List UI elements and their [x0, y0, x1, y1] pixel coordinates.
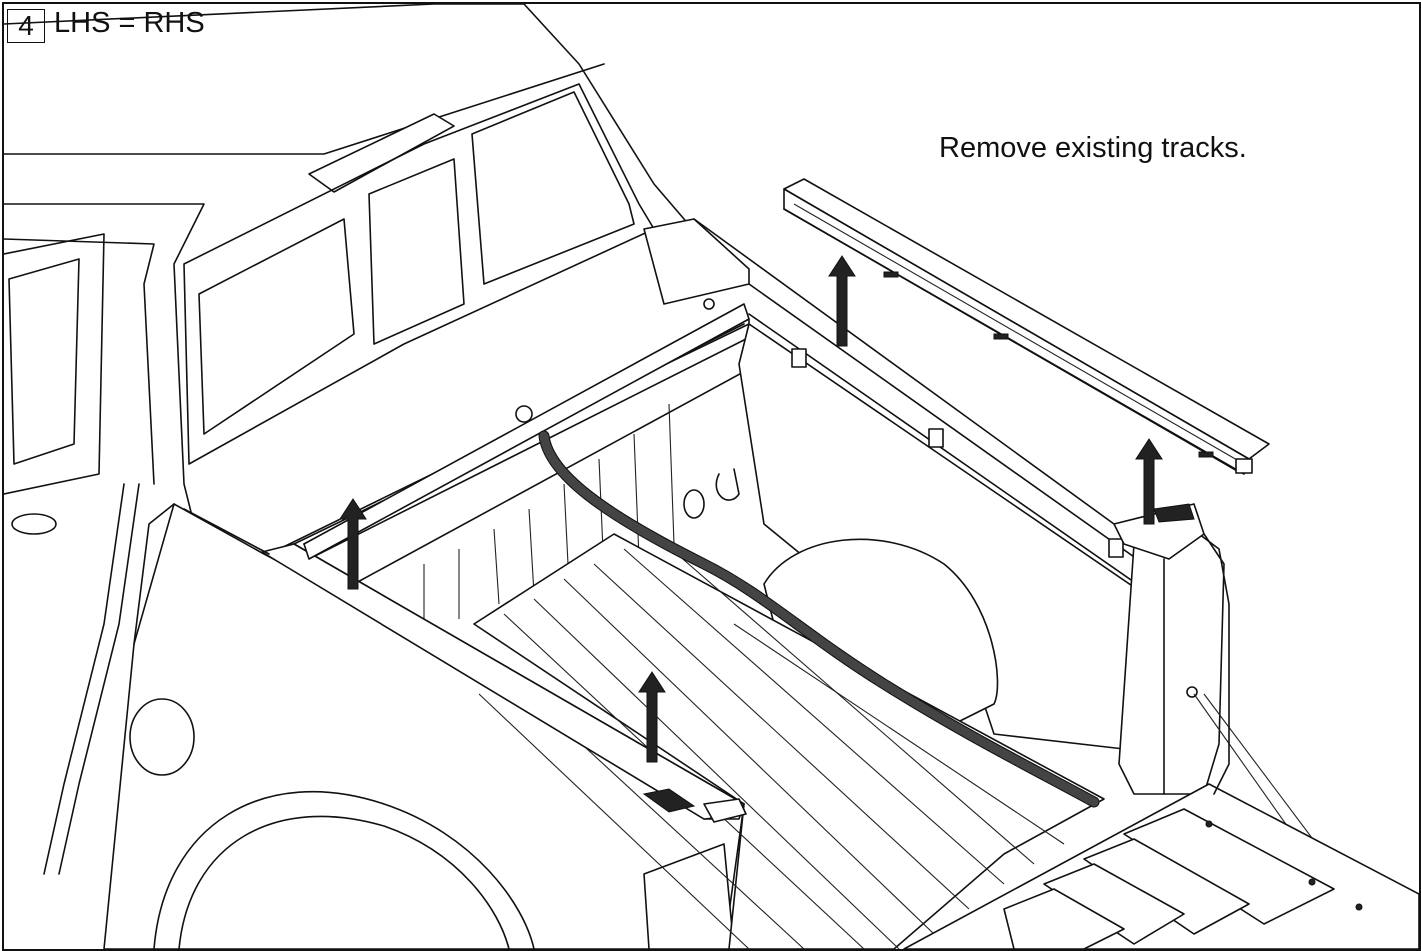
step-note: LHS = RHS: [54, 7, 205, 39]
cab-outline: [4, 4, 725, 875]
instruction-text: Remove existing tracks.: [939, 132, 1247, 164]
removed-track-right: [783, 178, 1270, 475]
left-rear-arrow: [638, 671, 666, 763]
seal-strap: [538, 430, 1100, 808]
right-front-arrow: [828, 255, 856, 347]
truck-bed-illustration: [4, 4, 1419, 949]
far-track-end: [1113, 503, 1205, 560]
installed-track-left: [183, 508, 747, 823]
step-number: 4: [7, 9, 45, 43]
left-front-arrow: [339, 498, 367, 590]
right-rear-arrow: [1135, 438, 1163, 525]
bulkhead-track: [303, 298, 750, 560]
